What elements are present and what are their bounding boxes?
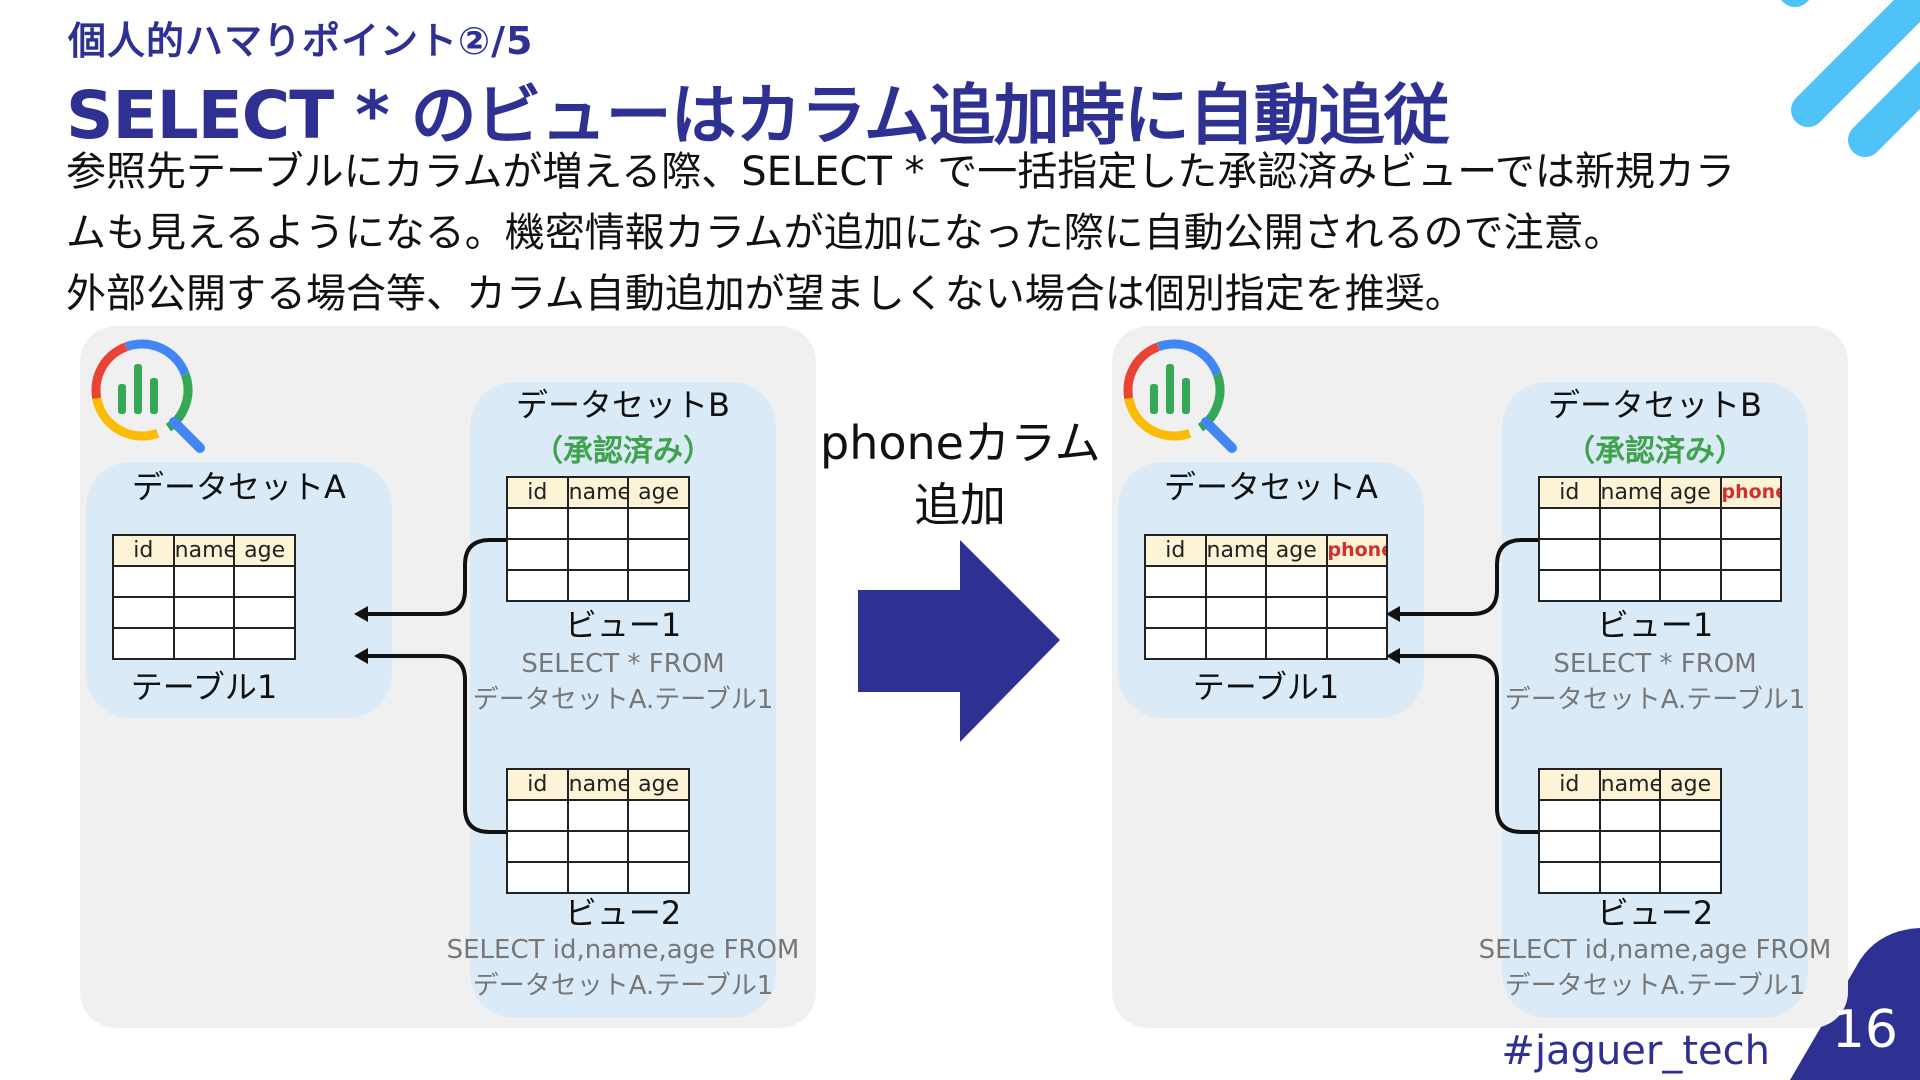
after-connectors <box>1394 538 1538 834</box>
sql-line: SELECT id,name,age FROM <box>446 935 800 965</box>
description-line: 外部公開する場合等、カラム自動追加が望ましくない場合は個別指定を推奨。 <box>66 271 1465 317</box>
column-header: age <box>1659 476 1722 509</box>
column-header-new: phone <box>1325 534 1388 567</box>
sql-line: データセットA.テーブル1 <box>1504 685 1806 715</box>
hashtag: #jaguer_tech <box>1501 1028 1770 1074</box>
page-number: 16 <box>1831 1000 1898 1060</box>
after-view2-grid: id name age <box>1538 768 1722 894</box>
column-header-new: phone <box>1719 476 1782 509</box>
sql-line: SELECT * FROM <box>521 649 725 679</box>
column-header: name <box>172 534 236 567</box>
after-view1-caption: ビュー1 <box>1596 606 1714 644</box>
before-view2-sql: SELECT id,name,age FROM データセットA.テーブル1 <box>440 932 806 1004</box>
column-header: age <box>1265 534 1328 567</box>
slide-description: 参照先テーブルにカラムが増える際、SELECT * で一括指定した承認済みビュー… <box>66 142 1735 325</box>
after-approved-label: （承認済み） <box>1565 434 1745 469</box>
column-header: id <box>112 534 175 567</box>
after-view1-grid: id name age phone <box>1538 476 1782 602</box>
before-view1-grid: id name age <box>506 476 690 602</box>
sql-line: SELECT * FROM <box>1553 649 1757 679</box>
before-view2-grid: id name age <box>506 768 690 894</box>
column-header: id <box>1144 534 1207 567</box>
after-table1-caption: テーブル1 <box>1192 668 1340 706</box>
sql-line: データセットA.テーブル1 <box>472 685 774 715</box>
before-connectors <box>362 538 506 834</box>
column-header: name <box>1598 476 1661 509</box>
sql-line: データセットA.テーブル1 <box>1504 971 1806 1001</box>
after-dataset-b-label: データセットB <box>1548 386 1762 424</box>
after-arrowhead-1 <box>1386 606 1400 622</box>
after-table1-grid: id name age phone <box>1144 534 1388 660</box>
before-dataset-b-label: データセットB <box>516 386 730 424</box>
bigquery-logo-icon <box>91 339 205 453</box>
column-header: name <box>1204 534 1267 567</box>
column-header: name <box>1598 768 1662 801</box>
column-header: age <box>1659 768 1722 801</box>
after-view2-sql: SELECT id,name,age FROM データセットA.テーブル1 <box>1472 932 1838 1004</box>
change-label: phoneカラム 追加 <box>820 412 1101 536</box>
before-view1-caption: ビュー1 <box>564 606 682 644</box>
before-dataset-a-label: データセットA <box>132 468 346 506</box>
change-label-line: phoneカラム <box>820 416 1101 470</box>
column-header: name <box>566 768 630 801</box>
before-arrowhead-2 <box>354 648 368 664</box>
sql-line: SELECT id,name,age FROM <box>1478 935 1832 965</box>
column-header: age <box>627 476 690 509</box>
description-line: 参照先テーブルにカラムが増える際、SELECT * で一括指定した承認済みビュー… <box>66 149 1735 195</box>
after-dataset-a-label: データセットA <box>1164 468 1378 506</box>
before-arrowhead-1 <box>354 606 368 622</box>
slide-title: SELECT * のビューはカラム追加時に自動追従 <box>66 77 1450 154</box>
column-header: id <box>506 768 569 801</box>
column-header: id <box>506 476 569 509</box>
bigquery-logo-icon <box>1123 339 1237 453</box>
change-label-line: 追加 <box>914 478 1006 532</box>
column-header: age <box>233 534 296 567</box>
sql-line: データセットA.テーブル1 <box>472 971 774 1001</box>
after-arrowhead-2 <box>1386 648 1400 664</box>
description-line: ムも見えるようになる。機密情報カラムが追加になった際に自動公開されるので注意。 <box>66 210 1624 256</box>
after-view1-sql: SELECT * FROM データセットA.テーブル1 <box>1472 646 1838 718</box>
before-approved-label: （承認済み） <box>533 434 713 469</box>
column-header: name <box>566 476 630 509</box>
before-table1-grid: id name age <box>112 534 296 660</box>
before-view1-sql: SELECT * FROM データセットA.テーブル1 <box>440 646 806 718</box>
after-view2-caption: ビュー2 <box>1596 894 1714 932</box>
column-header: id <box>1538 476 1601 509</box>
before-view2-caption: ビュー2 <box>564 894 682 932</box>
before-table1-caption: テーブル1 <box>130 668 278 706</box>
right-arrow-icon <box>858 540 1060 742</box>
column-header: age <box>627 768 690 801</box>
column-header: id <box>1538 768 1601 801</box>
slide-subtitle: 個人的ハマりポイント②/5 <box>68 19 534 63</box>
